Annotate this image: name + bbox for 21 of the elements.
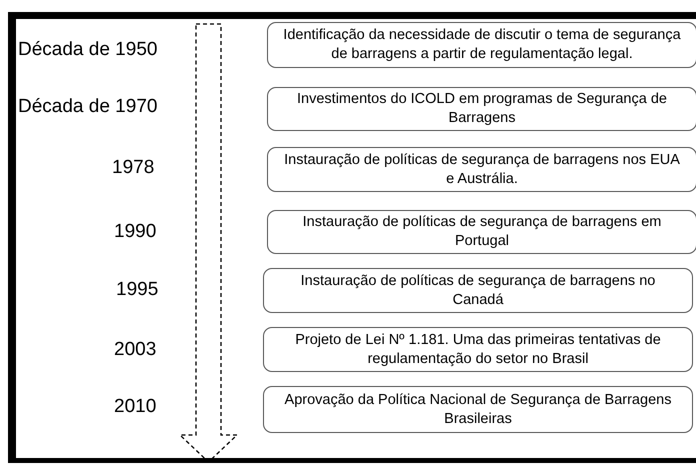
event-box xyxy=(263,268,693,313)
event-box xyxy=(267,22,696,68)
event-box xyxy=(263,327,693,372)
date-label: Década de 1970 xyxy=(18,95,158,119)
date-label: Década de 1950 xyxy=(18,38,158,62)
event-text: Instauração de políticas de segurança de barragens no Canadá xyxy=(300,272,656,310)
event-text: Instauração de políticas de segurança de barragens nos EUA e Austrália. xyxy=(283,150,681,188)
date-label: 1995 xyxy=(116,278,158,302)
event-text: Identificação da necessidade de discutir o tema de segurança de barragens a partir de regulamentação legal. xyxy=(282,26,682,64)
event-box xyxy=(267,87,696,131)
date-label: 1978 xyxy=(112,156,154,180)
event-text: Instauração de políticas de segurança de barragens em Portugal xyxy=(302,213,662,251)
event-text: Investimentos do ICOLD em programas de Segurança de Barragens xyxy=(296,90,668,128)
event-box xyxy=(267,210,696,254)
event-box xyxy=(263,386,693,433)
date-label: 1990 xyxy=(114,220,156,244)
date-label: 2010 xyxy=(114,395,156,419)
event-box xyxy=(267,147,696,192)
event-text: Aprovação da Política Nacional de Segurança de Barragens Brasileiras xyxy=(284,390,672,428)
date-label: 2003 xyxy=(114,338,156,362)
event-text: Projeto de Lei Nº 1.181. Uma das primeiras tentativas de regulamentação do setor no Brasil xyxy=(294,330,662,368)
